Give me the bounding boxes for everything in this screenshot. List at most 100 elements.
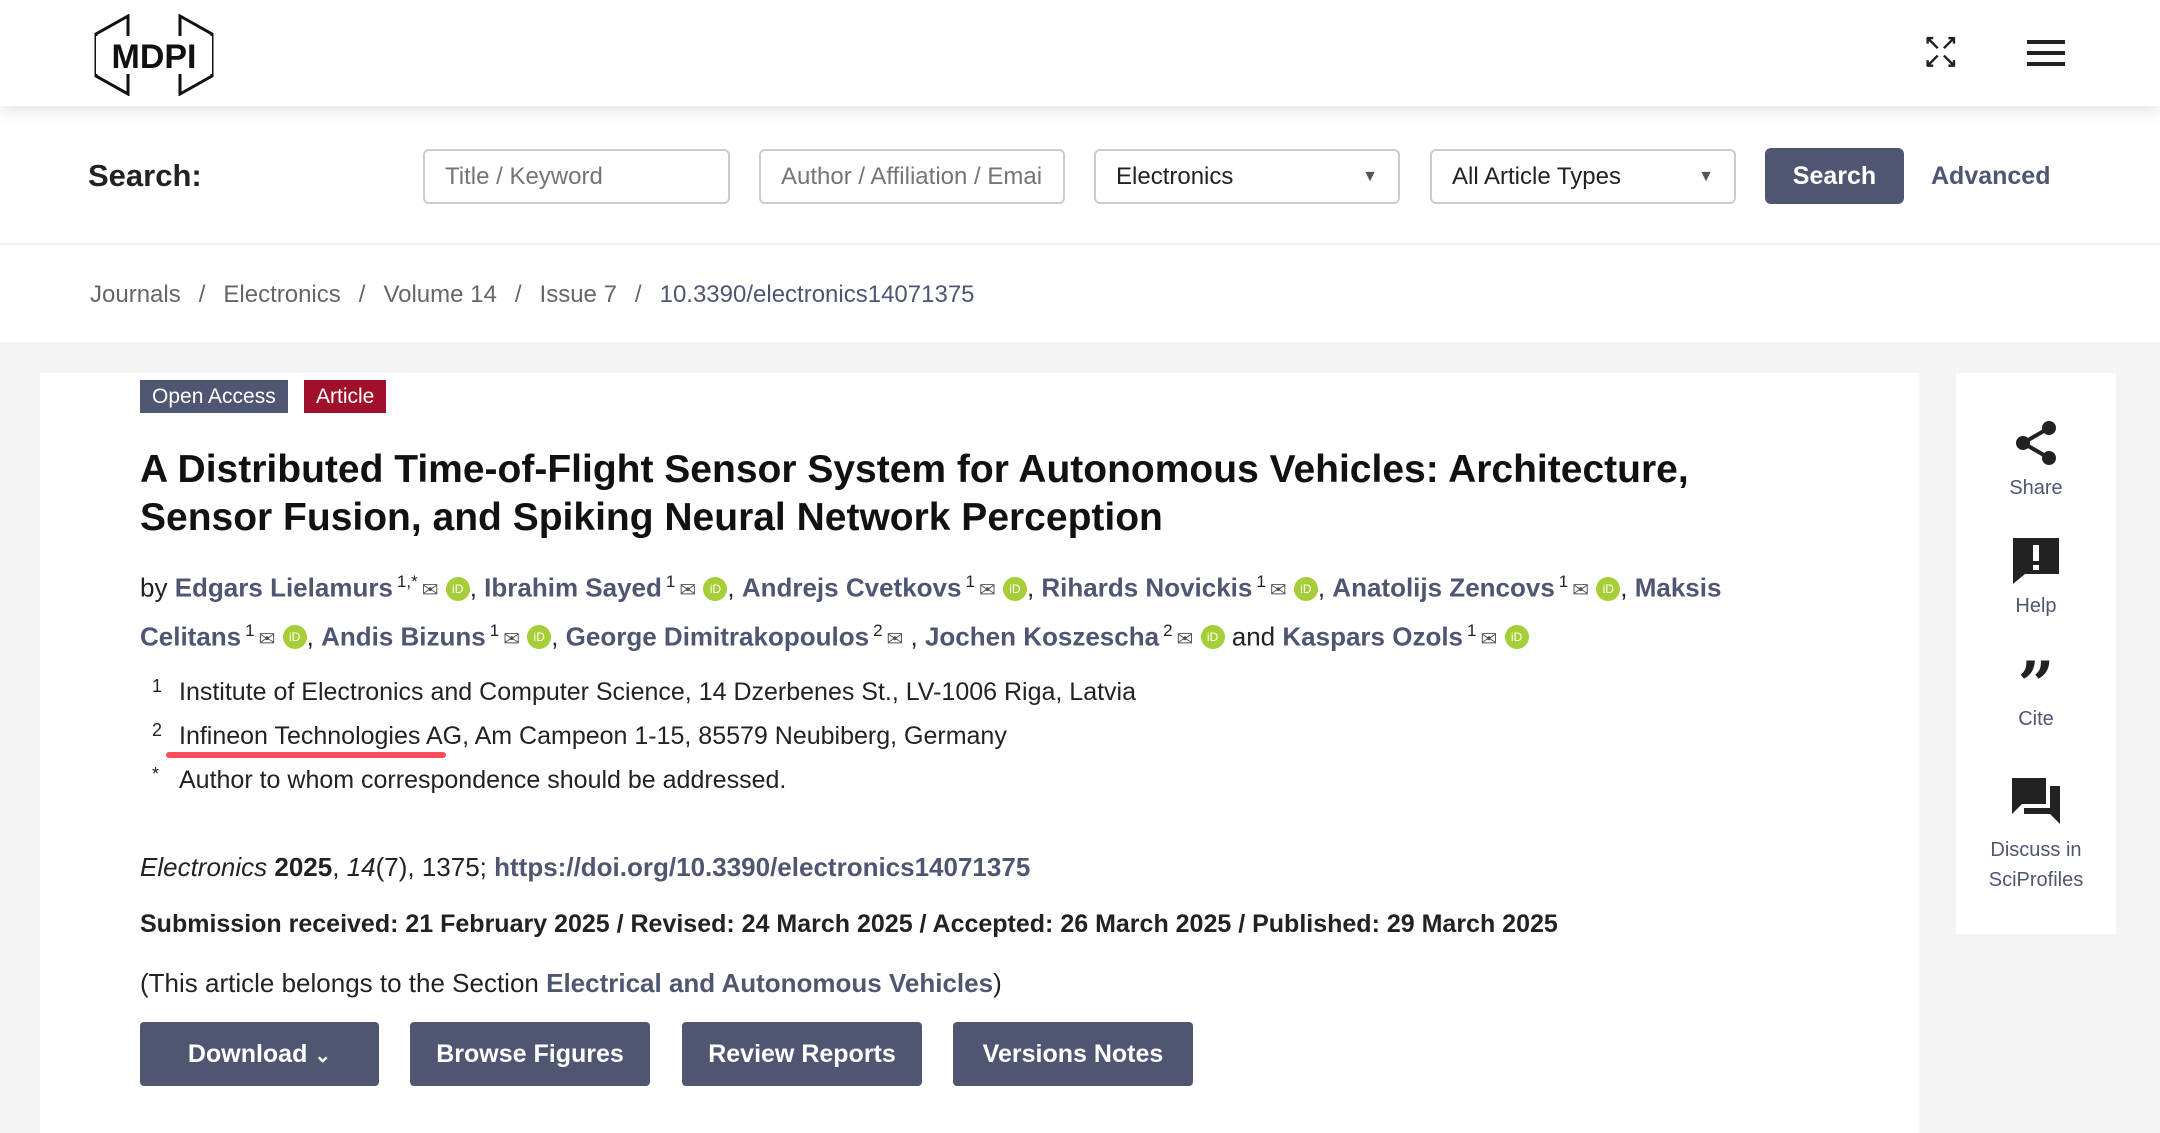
orcid-icon[interactable]: iD	[1002, 576, 1027, 601]
orcid-icon[interactable]: iD	[282, 625, 307, 650]
author-link[interactable]: George Dimitrakopoulos	[565, 621, 870, 652]
author-affiliation-sup: 1	[245, 620, 255, 640]
year: 2025	[274, 852, 333, 882]
article-type-select[interactable]: All Article Types ▼	[1430, 149, 1736, 204]
by-label: by	[140, 572, 168, 603]
orcid-icon[interactable]: iD	[445, 576, 470, 601]
section-note: (This article belongs to the Section Ele…	[140, 968, 1002, 999]
article-title: A Distributed Time-of-Flight Sensor Syst…	[140, 448, 1689, 539]
open-access-badge: Open Access	[140, 380, 288, 413]
email-icon[interactable]: ✉	[978, 579, 996, 602]
orcid-icon[interactable]: iD	[1596, 576, 1621, 601]
correspondence-note: Author to whom correspondence should be …	[179, 766, 787, 794]
author-link[interactable]: Jochen Koszescha	[924, 621, 1160, 652]
breadcrumb-doi: 10.3390/electronics14071375	[659, 281, 975, 308]
email-icon[interactable]: ✉	[258, 628, 276, 651]
advanced-search-link[interactable]: Advanced	[1931, 162, 2051, 190]
author-link[interactable]: Edgars Lielamurs	[174, 572, 393, 603]
email-icon[interactable]: ✉	[1480, 628, 1498, 651]
article-type-badge: Article	[304, 380, 387, 413]
breadcrumb-volume[interactable]: Volume 14	[383, 281, 497, 308]
help-icon	[1956, 536, 2116, 595]
publication-dates: Submission received: 21 February 2025 / …	[140, 910, 1558, 938]
article-type-value: All Article Types	[1452, 163, 1621, 190]
author-link[interactable]: Maksis Celitans	[140, 572, 1722, 652]
author-affiliation-sup: 1	[1558, 572, 1569, 591]
expand-icon[interactable]: ↖↗↙↘	[1924, 32, 1958, 72]
aff-marker-1: 1	[152, 676, 163, 696]
review-reports-button[interactable]: Review Reports	[682, 1022, 922, 1086]
issue-pages: (7), 1375;	[375, 852, 487, 882]
author-input[interactable]	[759, 149, 1065, 204]
doi-link[interactable]: https://doi.org/10.3390/electronics14071…	[494, 852, 1031, 882]
forum-icon	[1956, 776, 2116, 835]
section-suffix: )	[993, 968, 1002, 998]
author-affiliation-sup: 1	[1467, 620, 1477, 640]
author-affiliation-sup: 1	[489, 620, 500, 640]
author-link[interactable]: Ibrahim Sayed	[484, 572, 662, 603]
breadcrumb-journals[interactable]: Journals	[90, 281, 181, 308]
search-label: Search:	[88, 158, 202, 193]
help-button[interactable]: Help	[1956, 536, 2116, 618]
orcid-icon[interactable]: iD	[527, 625, 552, 650]
mdpi-logo[interactable]: MDPI	[88, 13, 220, 97]
email-icon[interactable]: ✉	[679, 579, 697, 602]
author-link[interactable]: Andrejs Cvetkovs	[741, 572, 962, 603]
search-button[interactable]: Search	[1765, 148, 1904, 204]
orcid-icon[interactable]: iD	[1200, 625, 1225, 650]
author-affiliation-sup: 1	[1256, 572, 1266, 591]
cite-label: Cite	[2018, 708, 2054, 730]
aff-marker-2: 2	[152, 720, 163, 740]
section-link[interactable]: Electrical and Autonomous Vehicles	[546, 968, 994, 998]
search-bar: Search:	[0, 106, 2160, 245]
cite-button[interactable]: ”Cite	[1956, 648, 2116, 731]
svg-text:MDPI: MDPI	[112, 38, 197, 76]
email-icon[interactable]: ✉	[421, 579, 439, 602]
side-tools	[1956, 373, 2116, 934]
email-icon[interactable]: ✉	[1269, 579, 1287, 602]
download-label: Download	[187, 1040, 308, 1068]
download-button[interactable]: Download ⌄	[140, 1022, 379, 1086]
author-link[interactable]: Anatolijs Zencovs	[1332, 572, 1555, 603]
dropdown-arrow-icon: ▼	[1698, 168, 1714, 185]
site-header: MDPI ↖↗↙↘	[0, 0, 2160, 106]
email-icon[interactable]: ✉	[1176, 628, 1194, 651]
share-icon	[1956, 418, 2116, 477]
hamburger-icon[interactable]	[2027, 40, 2065, 66]
orcid-icon[interactable]: iD	[703, 576, 728, 601]
orcid-icon[interactable]: iD	[1293, 576, 1318, 601]
author-affiliation-sup: 1,*	[396, 572, 418, 591]
citation-line: Electronics 2025, 14(7), 1375; https://d…	[140, 852, 1031, 882]
chevron-down-icon: ⌄	[314, 1045, 332, 1067]
author-link[interactable]: Andis Bizuns	[321, 621, 486, 652]
discuss-label: Discuss in SciProfiles	[1988, 839, 2084, 891]
share-button[interactable]: Share	[1956, 418, 2116, 500]
share-label: Share	[2009, 477, 2063, 499]
orcid-icon[interactable]: iD	[1504, 625, 1529, 650]
section-prefix: (This article belongs to the Section	[140, 968, 547, 998]
quote-icon: ”	[2017, 648, 2055, 723]
affiliation-2: Infineon Technologies AG, Am Campeon 1-1…	[179, 722, 1007, 750]
author-link[interactable]: Rihards Novickis	[1041, 572, 1253, 603]
journal-select[interactable]: Electronics▼	[1094, 149, 1400, 204]
help-label: Help	[2015, 595, 2057, 617]
breadcrumb: Journals/Electronics/Volume 14/Issue 7/1…	[0, 245, 2160, 342]
email-icon[interactable]: ✉	[886, 628, 904, 651]
versions-notes-button[interactable]: Versions Notes	[953, 1022, 1193, 1086]
browse-figures-button[interactable]: Browse Figures	[410, 1022, 650, 1086]
author-affiliation-sup: 2	[873, 620, 883, 640]
dropdown-arrow-icon: ▼	[1362, 168, 1378, 185]
email-icon[interactable]: ✉	[503, 628, 520, 651]
author-link[interactable]: Kaspars Ozols	[1282, 621, 1464, 652]
title-keyword-input[interactable]	[423, 149, 730, 204]
author-affiliation-sup: 1	[665, 572, 676, 591]
breadcrumb-electronics[interactable]: Electronics	[223, 281, 341, 308]
journal-name: Electronics	[140, 852, 268, 882]
volume: 14	[346, 852, 376, 882]
email-icon[interactable]: ✉	[1572, 579, 1590, 602]
discuss-button[interactable]: Discuss in SciProfiles	[1956, 776, 2116, 895]
highlight-underline	[166, 752, 446, 758]
author-affiliation-sup: 1	[965, 572, 975, 591]
breadcrumb-issue[interactable]: Issue 7	[539, 281, 617, 308]
